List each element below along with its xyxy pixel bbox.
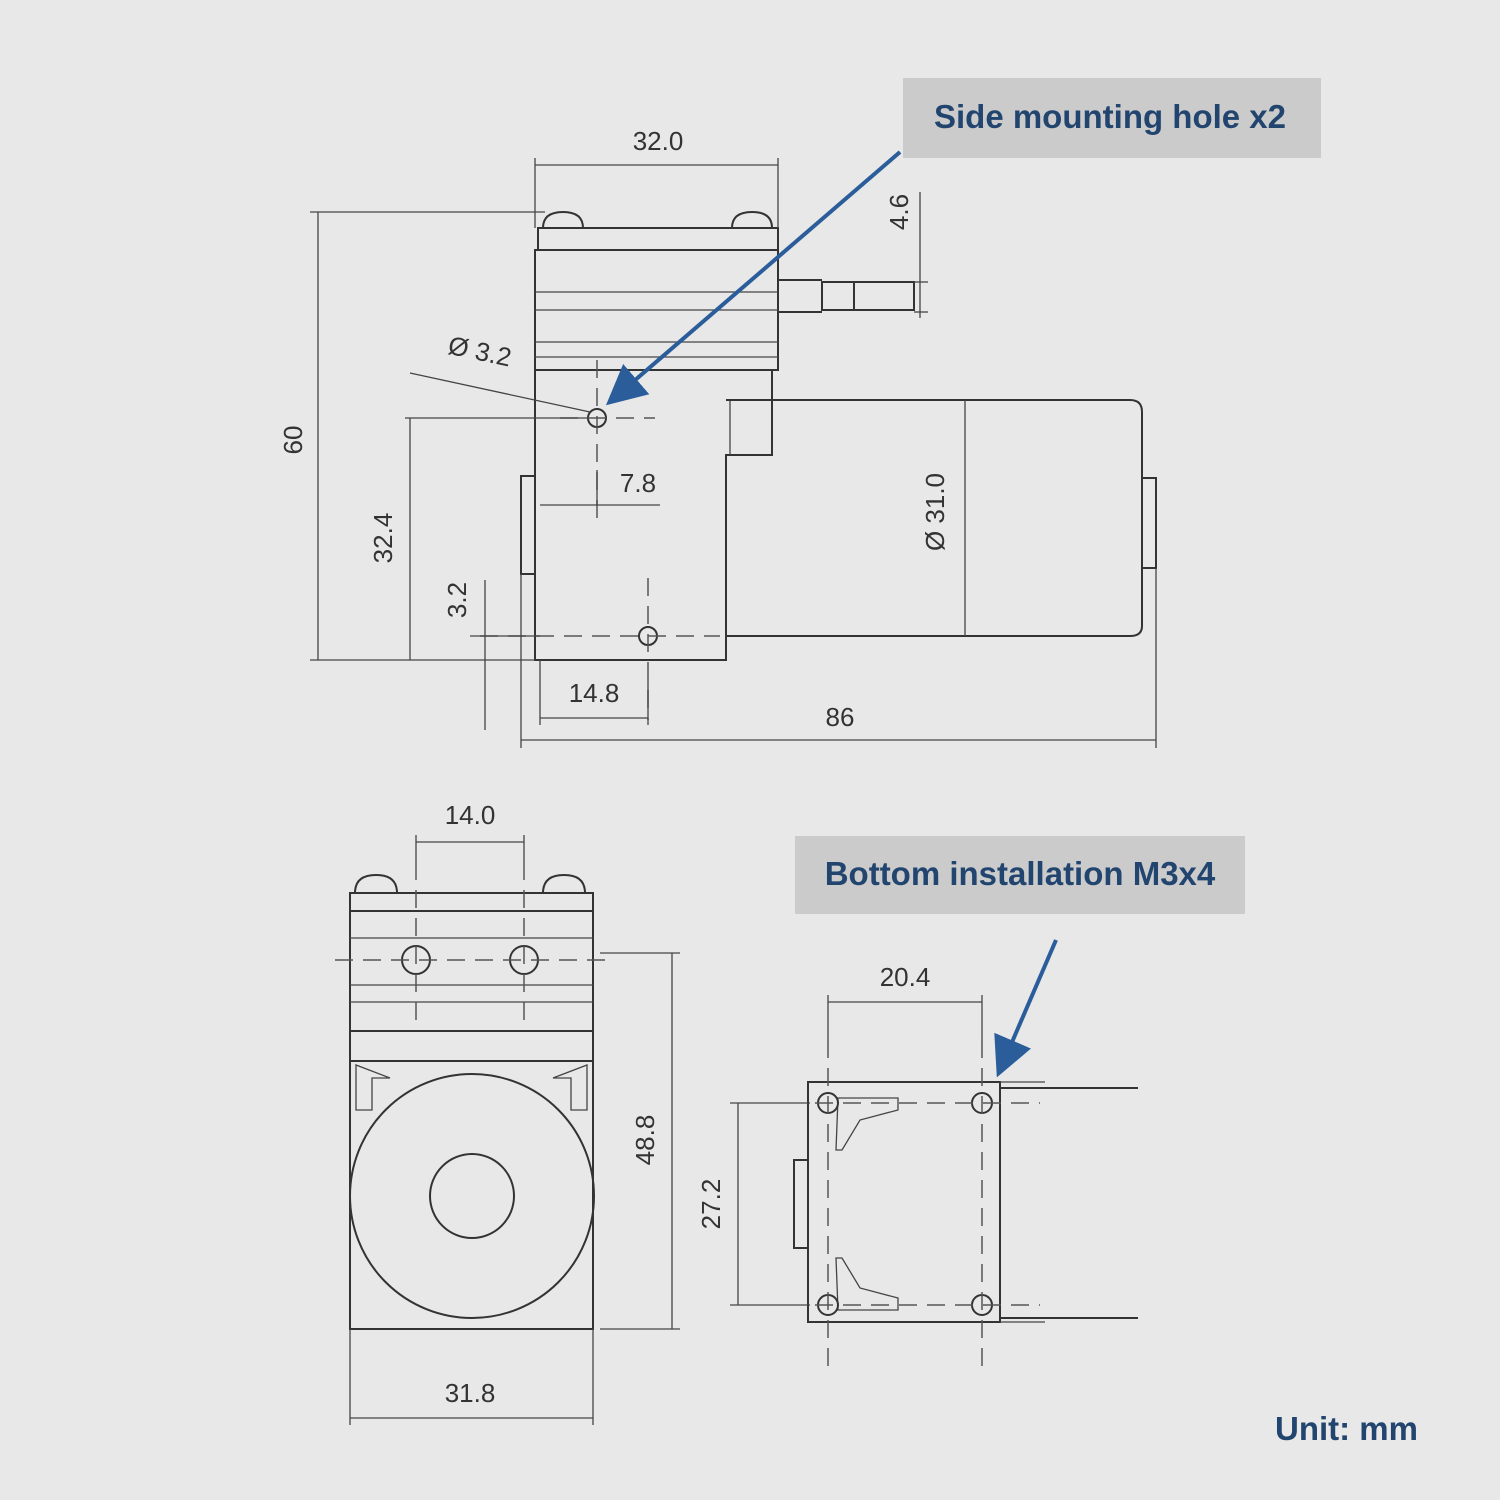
callout-side-hole-label: Side mounting hole x2 xyxy=(934,98,1286,135)
dim-motor-diameter: Ø 31.0 xyxy=(920,473,950,551)
front-view: 14.0 48.8 31.8 xyxy=(335,800,680,1425)
callout-side-hole: Side mounting hole x2 xyxy=(605,78,1321,406)
callout-bottom-install-label: Bottom installation M3x4 xyxy=(825,855,1216,892)
dim-outlet-offset: 4.6 xyxy=(884,194,914,230)
dim-front-height: 48.8 xyxy=(630,1115,660,1166)
dim-overall-length: 86 xyxy=(826,702,855,732)
callout-bottom-install: Bottom installation M3x4 xyxy=(795,836,1245,1078)
dim-hole-offset-x: 7.8 xyxy=(620,468,656,498)
dim-front-width: 31.8 xyxy=(445,1378,496,1408)
dim-hole-diameter: Ø 3.2 xyxy=(446,330,514,373)
side-view: 32.0 4.6 Ø 3.2 60 32.4 7.8 Ø 31.0 3.2 14… xyxy=(278,126,1157,748)
dim-hole-height: 32.4 xyxy=(368,513,398,564)
callout-box xyxy=(795,836,1245,914)
callout-box xyxy=(903,78,1321,158)
dim-overall-height: 60 xyxy=(278,426,308,455)
dim-top-width: 32.0 xyxy=(633,126,684,156)
bottom-view: 20.4 27.2 xyxy=(696,962,1138,1370)
callout-arrow xyxy=(994,939,1058,1078)
dim-front-hole-spacing: 14.0 xyxy=(445,800,496,830)
dim-bottom-hole-spacing-x: 20.4 xyxy=(880,962,931,992)
dim-bottom-hole-spacing-y: 27.2 xyxy=(696,1179,726,1230)
dim-bottom-hole-offset-x: 14.8 xyxy=(569,678,620,708)
callout-arrow xyxy=(605,150,902,406)
unit-label: Unit: mm xyxy=(1275,1410,1418,1447)
dim-bottom-hole-offset-y: 3.2 xyxy=(442,582,472,618)
